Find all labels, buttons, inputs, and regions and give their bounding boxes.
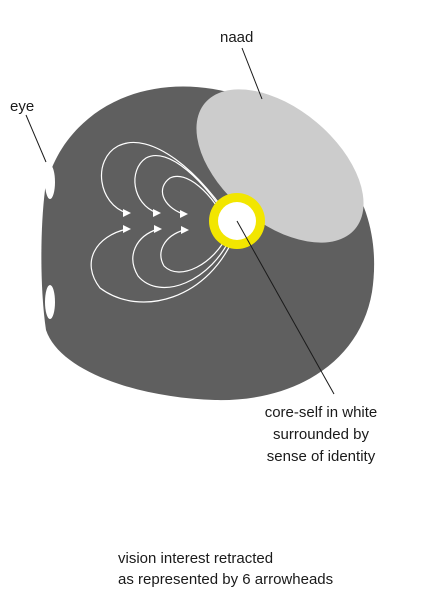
core-self-label-line-1: core-self in white: [264, 404, 378, 421]
arrowhead-5: [180, 210, 188, 218]
flow-loop-middle-upper: [134, 155, 233, 227]
leader-lines: [25, 47, 335, 395]
core-self-label: core-self in white surrounded by sense o…: [238, 402, 404, 468]
flow-loop-outer-lower: [90, 228, 237, 303]
eye-upper: [45, 165, 55, 199]
caption-line-1: vision interest retracted: [118, 550, 274, 567]
arrowhead-6: [181, 226, 189, 234]
flow-loop-outer-upper: [100, 141, 237, 229]
leader-line-naad: [241, 47, 263, 100]
caption: vision interest retracted as represented…: [118, 548, 333, 590]
arrowhead-1: [123, 209, 131, 217]
leader-line-eye: [25, 114, 47, 163]
caption-line-2: as represented by 6 arrowheads: [118, 571, 334, 588]
arrowhead-4: [154, 225, 162, 233]
core-self-label-line-2: surrounded by: [273, 426, 369, 443]
core-self-label-line-3: sense of identity: [266, 448, 376, 465]
eye-lower: [45, 285, 55, 319]
flow-loops: [90, 141, 237, 303]
arrowheads: [123, 209, 189, 234]
arrowhead-2: [123, 225, 131, 233]
flow-loop-middle-lower: [132, 228, 233, 288]
flow-loop-inner-upper: [161, 175, 229, 227]
leader-line-core-self: [236, 220, 335, 395]
eye-label: eye: [10, 98, 35, 115]
arrowhead-3: [153, 209, 161, 217]
naad-label: naad: [220, 29, 254, 46]
flow-loop-inner-lower: [160, 229, 229, 273]
